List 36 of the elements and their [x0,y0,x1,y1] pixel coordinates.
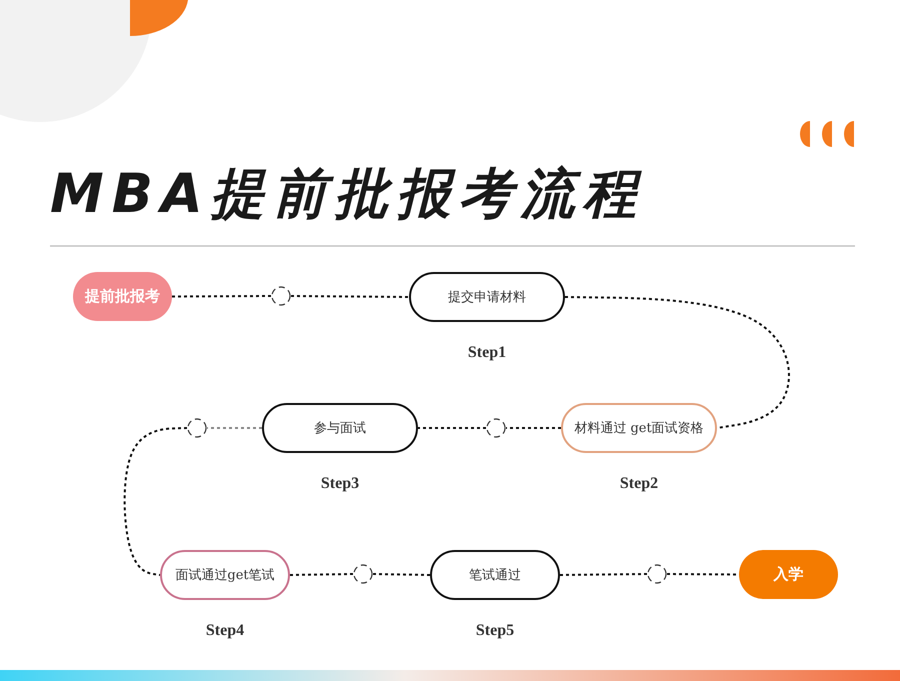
step-text: 笔试通过 [469,567,521,584]
step-label: Step4 [204,622,246,640]
step-box [409,272,565,322]
dotted-connector [290,295,410,298]
terminal-pill [73,272,172,321]
step-label: Step1 [466,344,508,362]
step-box [262,403,418,453]
step-text: 面试通过get笔试 [175,567,275,584]
dashed-circle [187,418,207,438]
dotted-connector [418,427,486,429]
dashed-circle [647,564,667,584]
step-text: 参与面试 [314,420,366,437]
dotted-connector [560,573,648,576]
step-text: 提前批报考 [85,287,160,306]
dashed-circle [353,564,373,584]
dashed-circle [486,418,506,438]
step-text: 入学 [774,565,804,584]
dotted-connector [290,573,354,576]
step-text: 材料通过 get面试资格 [574,420,704,437]
dotted-connector [564,296,790,429]
dotted-connector [667,573,739,576]
step-label: Step2 [618,475,660,493]
dotted-connector [207,427,262,429]
dotted-connector [124,427,188,576]
step-box [561,403,717,453]
step-label: Step3 [320,475,360,493]
dotted-connector [506,427,561,429]
dashed-circle [271,286,291,306]
step-label: Step5 [474,622,516,640]
step-box [430,550,560,600]
terminal-pill [739,550,838,599]
dotted-connector [372,573,430,576]
title: MBA提前批报考流程 [50,161,645,227]
step-text: 提交申请材料 [448,289,526,306]
step-box [160,550,290,600]
dotted-connector [172,295,271,298]
